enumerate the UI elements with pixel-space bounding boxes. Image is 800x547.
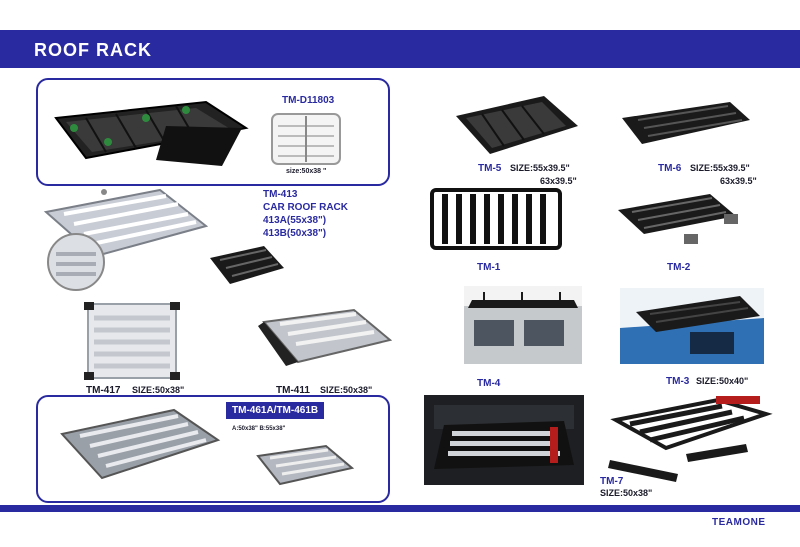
product-code-tm2: TM-2 bbox=[667, 262, 691, 273]
basket-rack-topview-image bbox=[271, 113, 341, 165]
size-label-tm461: A:50x38" B:55x38" bbox=[232, 426, 286, 432]
product-code-tm417: TM-417 bbox=[86, 385, 121, 396]
brand-name: TEAMONE bbox=[712, 517, 766, 528]
size-label-tm411: SIZE:50x38" bbox=[320, 385, 373, 395]
size-label-413b: 413B(50x38") bbox=[263, 228, 327, 239]
size-label-tm417: SIZE:50x38" bbox=[132, 385, 185, 395]
size-label-tm5-1: SIZE:55x39.5" bbox=[510, 163, 570, 173]
size-label-d11803: size:50x38 " bbox=[286, 168, 327, 175]
basket-rack-image bbox=[54, 100, 249, 166]
product-code-tm5: TM-5 bbox=[478, 163, 502, 174]
tm6-rack-image bbox=[622, 102, 750, 144]
product-name-tm413: CAR ROOF RACK bbox=[263, 202, 348, 213]
tm7-exploded-rack-image bbox=[608, 396, 773, 482]
product-code-tm461: TM-461A/TM-461B bbox=[226, 402, 325, 419]
product-code-tm3: TM-3 bbox=[666, 376, 690, 387]
tm461-small-rack-image bbox=[256, 444, 355, 486]
tm1-rack-image bbox=[430, 188, 562, 250]
footer-bar bbox=[0, 505, 800, 512]
tm461-rack-image bbox=[60, 408, 221, 480]
tm2-rack-image bbox=[618, 194, 738, 244]
size-label-413a: 413A(55x38") bbox=[263, 215, 327, 226]
tm417-rack-image bbox=[84, 302, 180, 380]
product-code-tm4: TM-4 bbox=[477, 378, 501, 389]
tm5-rack-image bbox=[456, 96, 578, 154]
header-bar bbox=[0, 30, 800, 68]
product-code-tm7: TM-7 bbox=[600, 476, 624, 487]
size-label-tm5-2: 63x39.5" bbox=[540, 176, 577, 186]
dark-car-rack-photo bbox=[424, 395, 584, 485]
size-label-tm7: SIZE:50x38" bbox=[600, 488, 653, 498]
product-code-tm6: TM-6 bbox=[658, 163, 682, 174]
product-code-tm1: TM-1 bbox=[477, 262, 501, 273]
tm4-car-photo bbox=[464, 286, 582, 364]
size-label-tm6-1: SIZE:55x39.5" bbox=[690, 163, 750, 173]
tm413-black-rack-image bbox=[210, 246, 284, 284]
product-code-tm411: TM-411 bbox=[276, 385, 310, 396]
tm411-rack-image bbox=[258, 308, 393, 366]
tm413-detail-image bbox=[47, 233, 105, 291]
product-code-tm413: TM-413 bbox=[263, 189, 298, 200]
page-title: ROOF RACK bbox=[34, 40, 152, 60]
product-code-d11803: TM-D11803 bbox=[282, 95, 335, 106]
product-box-d11803 bbox=[36, 78, 390, 186]
size-label-tm3: SIZE:50x40" bbox=[696, 376, 749, 386]
tm3-car-photo bbox=[620, 288, 764, 364]
product-box-tm461 bbox=[36, 395, 390, 503]
size-label-tm6-2: 63x39.5" bbox=[720, 176, 757, 186]
